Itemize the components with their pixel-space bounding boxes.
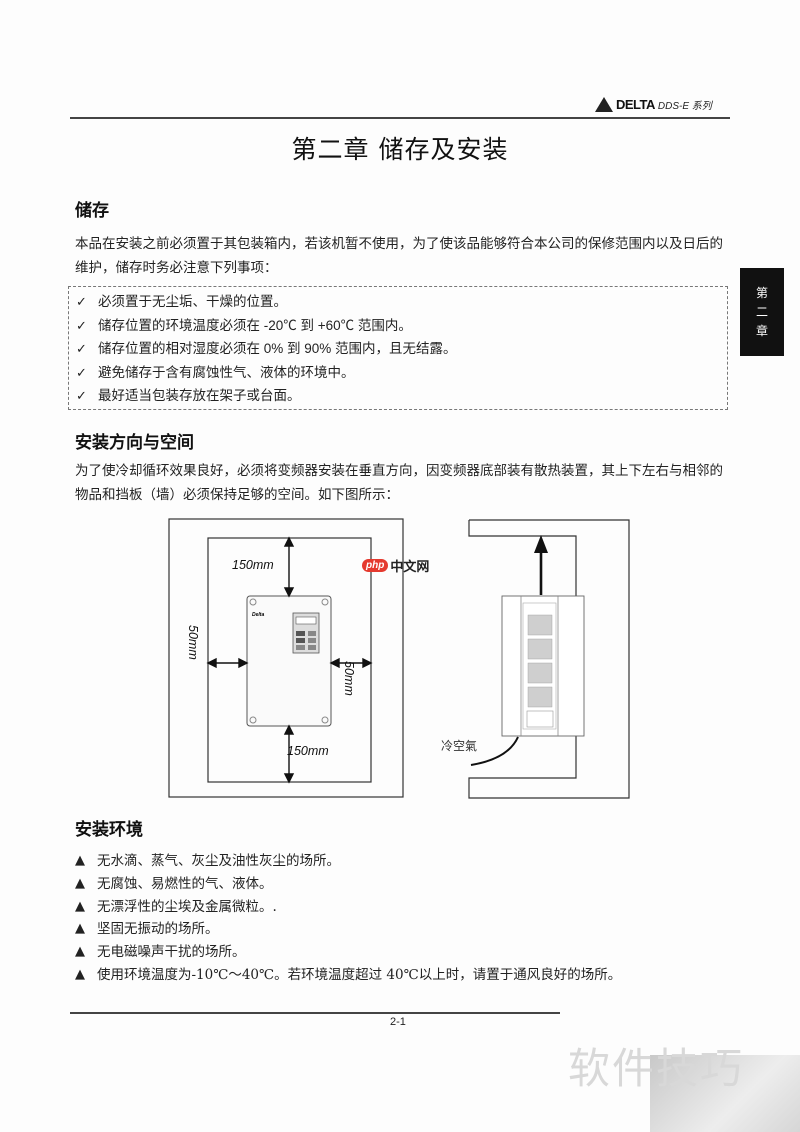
php-logo-icon: php: [362, 559, 389, 572]
check-icon: ✓: [76, 388, 87, 403]
list-item: ✓必须置于无尘垢、干燥的位置。: [76, 290, 457, 314]
airflow-side-diagram: [468, 519, 630, 799]
clearance-front-diagram: Delta: [168, 518, 404, 798]
airflow-label: 冷空氣: [441, 739, 478, 753]
storage-intro: 本品在安装之前必须置于其包装箱内，若该机暂不使用，为了使该品能够符合本公司的保修…: [75, 236, 723, 276]
left-clearance-label: 50mm: [186, 625, 200, 660]
header-divider: [70, 117, 730, 119]
page-number: 2-1: [390, 1016, 406, 1028]
list-item: ✓储存位置的相对湿度必须在 0% 到 90% 范围内，且无结露。: [76, 337, 457, 361]
corner-watermark-blur: [650, 1055, 800, 1132]
delta-logo-icon: [595, 97, 613, 112]
triangle-bullet-icon: ▲: [75, 921, 85, 937]
series-label: DDS-E 系列: [657, 101, 712, 112]
chapter-side-tab: 第 二 章: [740, 268, 784, 356]
triangle-bullet-icon: ▲: [75, 944, 85, 960]
check-icon: ✓: [76, 294, 87, 309]
storage-checklist: ✓必须置于无尘垢、干燥的位置。 ✓储存位置的环境温度必须在 -20℃ 到 +60…: [76, 290, 457, 408]
top-clearance-label: 150mm: [232, 558, 274, 572]
environment-list: ▲无水滴、蒸气、灰尘及油性灰尘的场所。 ▲无腐蚀、易燃性的气、液体。 ▲无漂浮性…: [75, 850, 621, 987]
environment-heading: 安装环境: [75, 820, 143, 840]
storage-heading: 储存: [75, 201, 109, 221]
triangle-bullet-icon: ▲: [75, 875, 85, 891]
list-item: ✓最好适当包装存放在架子或台面。: [76, 384, 457, 408]
orientation-heading: 安装方向与空间: [75, 433, 194, 453]
list-item: ✓储存位置的环境温度必须在 -20℃ 到 +60℃ 范围内。: [76, 314, 457, 338]
svg-text:Delta: Delta: [252, 612, 264, 618]
brand-header: DELTA DDS-E 系列: [595, 97, 712, 112]
side-tab-char: 第: [755, 285, 768, 300]
list-item: ▲无水滴、蒸气、灰尘及油性灰尘的场所。: [75, 850, 621, 873]
check-icon: ✓: [76, 364, 87, 380]
list-item: ▲无电磁噪声干扰的场所。: [75, 941, 621, 964]
check-icon: ✓: [76, 317, 87, 333]
bottom-clearance-label: 150mm: [287, 744, 329, 758]
triangle-bullet-icon: ▲: [75, 966, 85, 982]
list-item: ▲坚固无振动的场所。: [75, 918, 621, 941]
footer-divider: [70, 1012, 560, 1014]
triangle-bullet-icon: ▲: [75, 853, 85, 868]
right-clearance-label: 50mm: [342, 661, 356, 696]
side-tab-char: 章: [755, 323, 768, 338]
brand-name: DELTA: [616, 97, 655, 112]
list-item: ▲使用环境温度为-10℃～40℃。若环境温度超过 40℃以上时，请置于通风良好的…: [75, 964, 621, 987]
triangle-bullet-icon: ▲: [75, 898, 85, 914]
corner-watermark-text: 软件技巧: [568, 1044, 745, 1093]
orientation-intro: 为了使冷却循环效果良好，必须将变频器安装在垂直方向，因变频器底部装有散热装置，其…: [75, 463, 723, 503]
list-item: ▲无漂浮性的尘埃及金属微粒。.: [75, 896, 621, 919]
check-icon: ✓: [76, 341, 87, 356]
storage-notes-box: [68, 286, 728, 410]
page-title: 第二章 储存及安装: [291, 135, 509, 164]
list-item: ▲无腐蚀、易燃性的气、液体。: [75, 873, 621, 896]
side-tab-char: 二: [755, 304, 768, 319]
list-item: ✓避免储存于含有腐蚀性气、液体的环境中。: [76, 361, 457, 385]
php-watermark: php 中文网: [362, 556, 429, 575]
